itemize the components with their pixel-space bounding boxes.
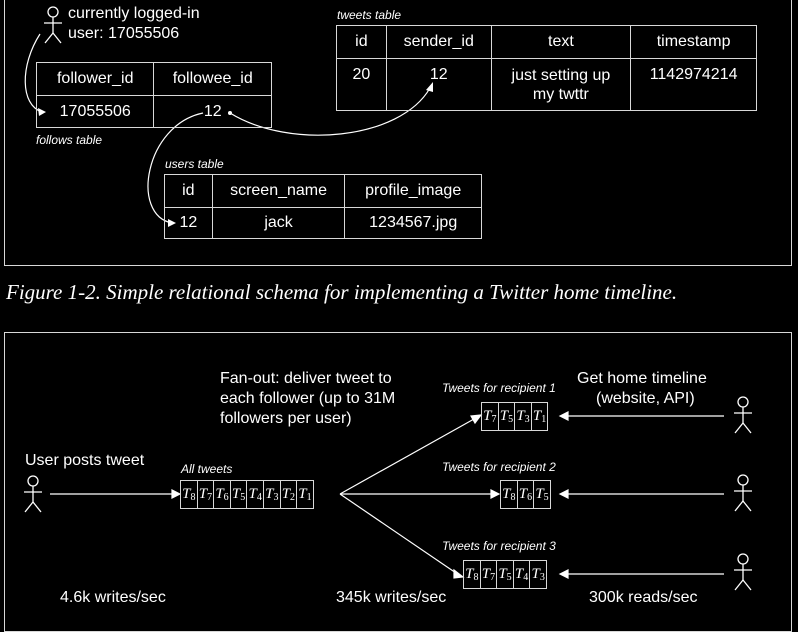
table-cell: 1142974214 bbox=[630, 58, 757, 111]
fanout-label-line1: Fan-out: deliver tweet to bbox=[220, 370, 392, 387]
table-row: 12 jack 1234567.jpg bbox=[164, 207, 482, 239]
get-timeline-label-line1: Get home timeline bbox=[577, 370, 707, 387]
column-header: follower_id bbox=[35, 62, 155, 96]
writes-rate-label: 4.6k writes/sec bbox=[60, 589, 166, 606]
logged-in-user-label-line1: currently logged-in bbox=[68, 5, 200, 22]
recipient-3-label: Tweets for recipient 3 bbox=[442, 539, 556, 553]
table-cell: 1234567.jpg bbox=[344, 207, 482, 239]
user-posts-tweet-label: User posts tweet bbox=[25, 452, 145, 469]
get-timeline-label-line2: (website, API) bbox=[596, 390, 695, 407]
column-header: timestamp bbox=[630, 25, 757, 59]
table-cell: jack bbox=[211, 207, 346, 239]
table-cell: 12 bbox=[153, 95, 272, 128]
table-header-row: id sender_id text timestamp bbox=[336, 25, 757, 59]
fanout-arrow-1 bbox=[339, 418, 475, 495]
column-header: profile_image bbox=[344, 174, 482, 208]
all-tweets-label: All tweets bbox=[181, 462, 233, 476]
table-cell: 12 bbox=[385, 58, 492, 111]
follows-table: follower_id followee_id 17055506 12 bbox=[35, 62, 272, 128]
reader-2-icon bbox=[734, 474, 752, 512]
table-row: 20 12 just setting up my twttr 114297421… bbox=[336, 58, 757, 111]
users-table-label: users table bbox=[165, 157, 224, 171]
reader-1-icon bbox=[734, 396, 752, 434]
logged-in-user-label-line2: user: 17055506 bbox=[68, 25, 180, 42]
follows-table-label: follows table bbox=[36, 133, 103, 147]
reader-3-icon bbox=[734, 553, 752, 591]
recipient-1-label: Tweets for recipient 1 bbox=[442, 381, 556, 395]
column-header: text bbox=[490, 25, 632, 59]
table-cell: 12 bbox=[164, 207, 213, 239]
figure-caption: Figure 1-2. Simple relational schema for… bbox=[6, 280, 678, 304]
fanout-label-line3: followers per user) bbox=[220, 410, 352, 427]
column-header: id bbox=[164, 174, 213, 208]
reads-rate-label: 300k reads/sec bbox=[589, 589, 698, 606]
schema-figure-panel bbox=[4, 0, 792, 266]
table-row: 17055506 12 bbox=[35, 95, 272, 128]
tweets-table: id sender_id text timestamp 20 12 just s… bbox=[336, 25, 757, 111]
logged-in-user-icon bbox=[44, 6, 62, 44]
recipient-2-label: Tweets for recipient 2 bbox=[442, 460, 556, 474]
table-cell: just setting up my twttr bbox=[490, 58, 632, 111]
table-cell: 17055506 bbox=[35, 95, 155, 128]
column-header: sender_id bbox=[385, 25, 492, 59]
fanout-writes-rate-label: 345k writes/sec bbox=[336, 589, 447, 606]
poster-user-icon bbox=[24, 475, 42, 513]
users-table: id screen_name profile_image 12 jack 123… bbox=[164, 174, 482, 239]
fanout-label-line2: each follower (up to 31M bbox=[220, 390, 396, 407]
tweets-table-label: tweets table bbox=[337, 8, 402, 22]
fanout-arrow-3 bbox=[339, 493, 457, 574]
table-cell: 20 bbox=[336, 58, 387, 111]
